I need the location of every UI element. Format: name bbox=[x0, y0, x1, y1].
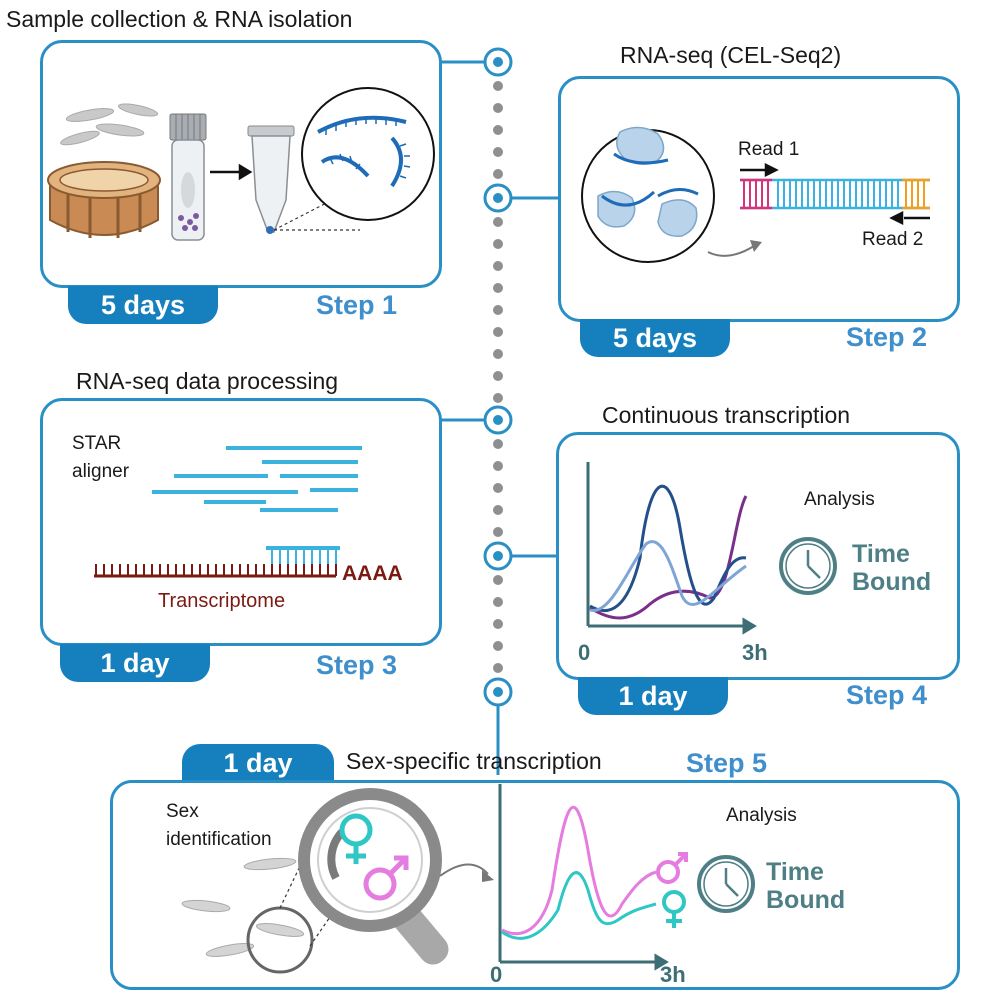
step4-duration-tab: 1 day bbox=[578, 677, 728, 715]
step3-illustration bbox=[94, 446, 362, 578]
step5-time-bound: Time Bound bbox=[766, 858, 846, 914]
microcentrifuge-tube-icon bbox=[247, 125, 295, 234]
step5-label: Step 5 bbox=[686, 748, 768, 778]
step5-duration-tab: 1 day bbox=[182, 744, 334, 782]
star-aligner-label: STAR aligner bbox=[72, 433, 130, 482]
sex-identification-label: Sex identification bbox=[166, 801, 272, 850]
clock-icon bbox=[779, 537, 837, 595]
magnifier-icon bbox=[298, 788, 449, 965]
clock-icon bbox=[697, 855, 755, 913]
step4-analysis-label: Analysis bbox=[804, 489, 875, 510]
step5-analysis-label: Analysis bbox=[726, 805, 797, 826]
step5-illustration bbox=[181, 788, 494, 974]
step5-x-end: 3h bbox=[660, 962, 686, 987]
step5-chart bbox=[498, 784, 669, 971]
step4-panel bbox=[556, 432, 960, 680]
female-symbol-icon bbox=[339, 813, 373, 864]
step4-title: Continuous transcription bbox=[602, 402, 851, 428]
step5-title: Sex-specific transcription bbox=[346, 748, 602, 774]
worm-icon bbox=[60, 103, 159, 146]
step5-legend-symbols bbox=[656, 852, 688, 928]
step3-label: Step 3 bbox=[316, 650, 398, 680]
step2-label: Step 2 bbox=[846, 322, 928, 352]
step4-x-start: 0 bbox=[578, 640, 591, 665]
step3-duration-tab: 1 day bbox=[60, 644, 210, 682]
step4-label: Step 4 bbox=[846, 680, 928, 710]
step5-x-start: 0 bbox=[490, 962, 503, 987]
step1-label: Step 1 bbox=[316, 290, 398, 320]
poly-a-tail: AAAA bbox=[342, 562, 403, 585]
male-symbol-icon bbox=[656, 852, 688, 884]
step3-panel bbox=[40, 398, 442, 646]
transcriptome-label: Transcriptome bbox=[158, 590, 286, 612]
step1-illustration bbox=[47, 87, 435, 241]
worm-icon bbox=[181, 857, 305, 957]
tube-icon bbox=[169, 113, 207, 241]
step2-title: RNA-seq (CEL-Seq2) bbox=[620, 42, 842, 68]
step4-x-end: 3h bbox=[742, 640, 768, 665]
male-symbol-icon bbox=[363, 855, 409, 901]
step1-duration-tab: 5 days bbox=[68, 286, 218, 324]
step2-duration-tab: 5 days bbox=[580, 319, 730, 357]
read2-label: Read 2 bbox=[862, 229, 924, 250]
mesh-strainer-icon bbox=[47, 161, 161, 238]
read1-label: Read 1 bbox=[738, 139, 800, 160]
step4-time-bound: Time Bound bbox=[852, 540, 932, 596]
step3-title: RNA-seq data processing bbox=[76, 368, 339, 394]
step1-title: Sample collection & RNA isolation bbox=[6, 6, 353, 32]
step2-illustration bbox=[581, 126, 930, 263]
step4-chart bbox=[586, 462, 757, 635]
female-symbol-icon bbox=[662, 890, 686, 928]
rna-zoom-circle bbox=[301, 87, 435, 221]
